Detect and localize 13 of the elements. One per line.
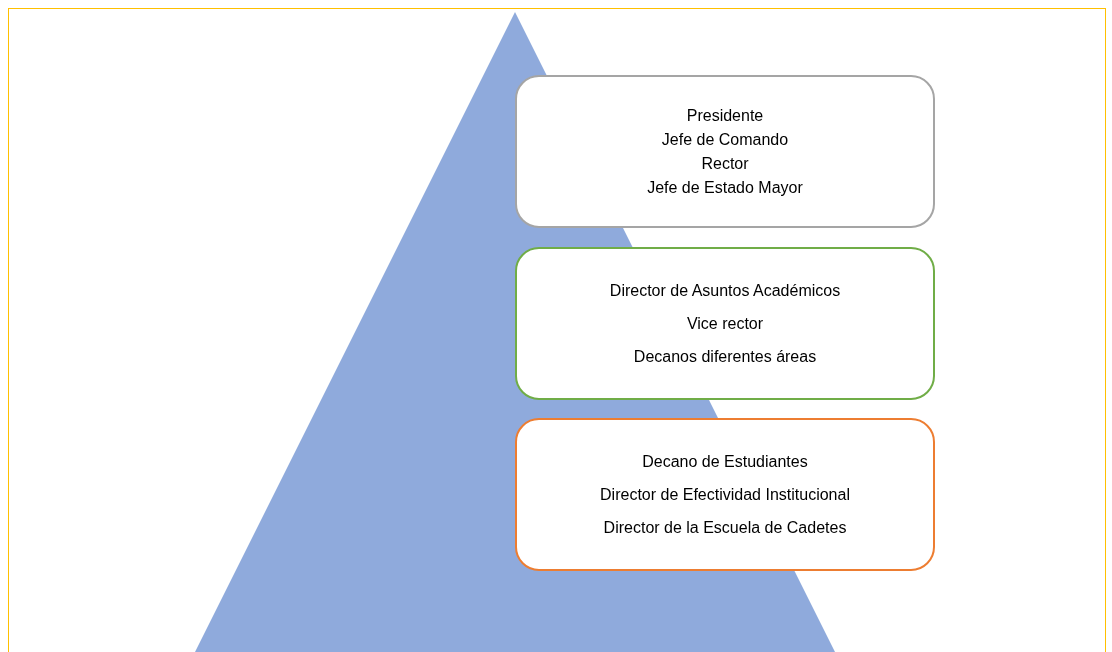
rank-box	[515, 247, 935, 400]
role-title: Director de Asuntos Académicos	[609, 281, 841, 301]
rank-box	[515, 75, 935, 228]
role-title: Presidente	[686, 105, 764, 126]
role-title: Jefe de Estado Mayor	[647, 177, 803, 198]
role-title: Rector	[701, 153, 749, 174]
role-title: Decano de Estudiantes	[642, 452, 808, 472]
role-title: Director de la Escuela de Cadetes	[603, 518, 847, 538]
role-title: Jefe de Comando	[661, 129, 789, 150]
role-title: Decanos diferentes áreas	[633, 347, 817, 367]
role-title: Vice rector	[686, 314, 764, 334]
role-title: Director de Efectividad Institucional	[600, 485, 850, 505]
rank-box	[515, 418, 935, 571]
